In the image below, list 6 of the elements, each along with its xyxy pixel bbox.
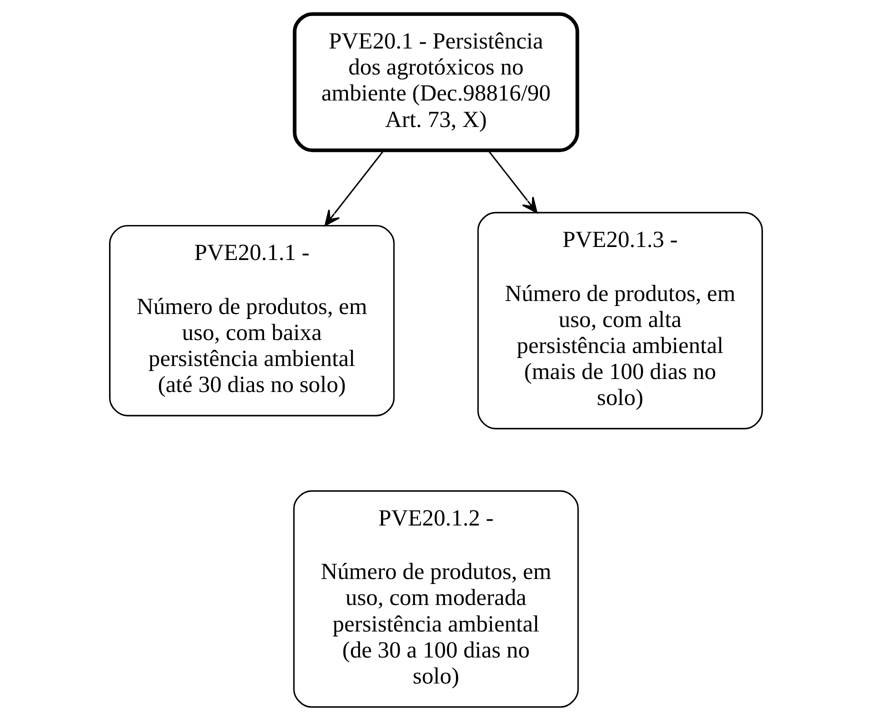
node-box: PVE20.1.2 - Número de produtos, em uso, com moderada persistência ambiental (de 30 a 100 dias no solo) xyxy=(293,490,579,708)
node-box: PVE20.1 - Persistência dos agrotóxicos no ambiente (Dec.98816/90 Art. 73, X) xyxy=(292,12,580,152)
node-box: PVE20.1.3 - Número de produtos, em uso, com alta persistência ambiental (mais de 100 dias no solo) xyxy=(477,212,763,430)
arrow xyxy=(488,150,538,214)
arrow xyxy=(324,150,384,226)
node-box: PVE20.1.1 - Número de produtos, em uso, com baixa persistência ambiental (até 30 dias no solo) xyxy=(109,224,395,416)
